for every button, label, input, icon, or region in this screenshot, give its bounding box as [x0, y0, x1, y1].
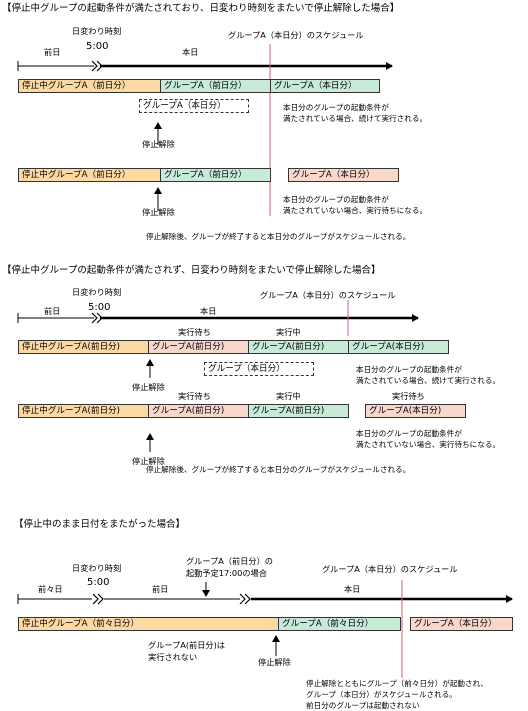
daychange-label: 日変わり時刻 — [72, 26, 122, 36]
note-line: 本日分のグループの起動条件が — [356, 429, 462, 438]
group-box: グループA（本日分） — [410, 617, 513, 631]
section-1-heading: 【停止中グループの起動条件が満たされており、日変わり時刻をまたいで停止解除した場… — [2, 3, 400, 14]
planned-label: グループA（前日分）の — [186, 556, 273, 566]
release-label: 停止解除 — [258, 657, 291, 667]
schedule-label: グループA（本日分）のスケジュール — [322, 564, 458, 574]
running-label: 実行中 — [276, 391, 301, 401]
note-line: 満たされていない場合、実行待ちになる。 — [283, 206, 428, 215]
wait-label: 実行待ち — [392, 391, 425, 401]
section-2-heading: 【停止中グループの起動条件が満たされず、日変わり時刻をまたいで停止解除した場合】 — [2, 265, 381, 276]
group-box: グループA（前日分） — [160, 79, 271, 93]
group-box: グループA(前日分) — [148, 340, 249, 354]
release-label: 停止解除 — [142, 207, 175, 217]
note-line: 停止解除とともにグループ（前々日分）が起動され、 — [306, 679, 488, 688]
release-label: 停止解除 — [132, 382, 165, 392]
not-run-note: グループA(前日分)は — [148, 640, 225, 650]
note-line: 本日分のグループの起動条件が — [283, 103, 389, 112]
today-label: 本日 — [200, 306, 217, 316]
daychange-time: 5:00 — [88, 302, 111, 313]
note-line: 前日分のグループは起動されない — [306, 701, 420, 710]
stopped-group-box: 停止中グループA（前々日分） — [18, 617, 279, 631]
release-label: 停止解除 — [142, 139, 175, 149]
daychange-time: 5:00 — [87, 577, 110, 588]
daychange-label: 日変わり時刻 — [72, 563, 122, 573]
note-line: 本日分のグループの起動条件が — [283, 195, 389, 204]
note-line: 満たされている場合、続けて実行される。 — [356, 376, 501, 385]
running-label: 実行中 — [276, 327, 301, 337]
daychange-time: 5:00 — [86, 41, 109, 52]
not-run-note: 実行されない — [148, 652, 198, 662]
note-line: グループ（本日分）がスケジュールされる。 — [306, 690, 457, 699]
group-box: グループA(前日分) — [248, 340, 349, 354]
dashed-group-box: グループA（本日分） — [139, 99, 249, 113]
stopped-group-box: 停止中グループA（前日分） — [18, 79, 161, 93]
timeline-3 — [17, 580, 513, 678]
note-line: 満たされていない場合、実行待ちになる。 — [356, 440, 501, 449]
group-box: グループA(本日分) — [365, 404, 466, 418]
release-label: 停止解除 — [132, 456, 165, 466]
stopped-group-box: 停止中グループA（前日分） — [18, 168, 161, 182]
prev-day-label: 前日 — [44, 306, 61, 316]
group-box: グループA（本日分） — [270, 79, 380, 93]
timeline-1 — [17, 44, 393, 216]
today-label: 本日 — [344, 584, 361, 594]
timeline-2 — [17, 300, 419, 452]
note-line: 満たされている場合、続けて実行される。 — [283, 114, 428, 123]
prev-day-label: 前日 — [44, 47, 61, 57]
wait-label: 実行待ち — [178, 327, 211, 337]
dashed-group-box: グループ（本日分） — [204, 362, 314, 376]
prev-day-label: 前日 — [152, 584, 169, 594]
footer-note: 停止解除後、グループが終了すると本日分のグループがスケジュールされる。 — [146, 465, 411, 474]
stopped-group-box: 停止中グループA(前日分) — [18, 340, 149, 354]
section-3-heading: 【停止中のまま日付をまたがった場合】 — [14, 519, 186, 530]
group-box: グループA(前日分) — [148, 404, 249, 418]
group-box: グループA（前日分） — [160, 168, 271, 182]
daychange-label: 日変わり時刻 — [72, 287, 122, 297]
schedule-label: グループA（本日分）のスケジュール — [228, 30, 364, 40]
footer-note: 停止解除後、グループが終了すると本日分のグループがスケジュールされる。 — [146, 232, 411, 241]
group-box: グループA(前日分) — [248, 404, 349, 418]
group-box: グループA(本日分) — [348, 340, 449, 354]
wait-label: 実行待ち — [178, 391, 211, 401]
prev-prev-day-label: 前々日 — [38, 584, 63, 594]
schedule-label: グループA（本日分）のスケジュール — [260, 290, 396, 300]
group-box: グループA（前々日分） — [278, 617, 401, 631]
today-label: 本日 — [182, 47, 199, 57]
group-box: グループA（本日分） — [288, 168, 399, 182]
stopped-group-box: 停止中グループA(前日分) — [18, 404, 149, 418]
note-line: 本日分のグループの起動条件が — [356, 365, 462, 374]
planned-label: 起動予定17:00の場合 — [186, 568, 267, 578]
